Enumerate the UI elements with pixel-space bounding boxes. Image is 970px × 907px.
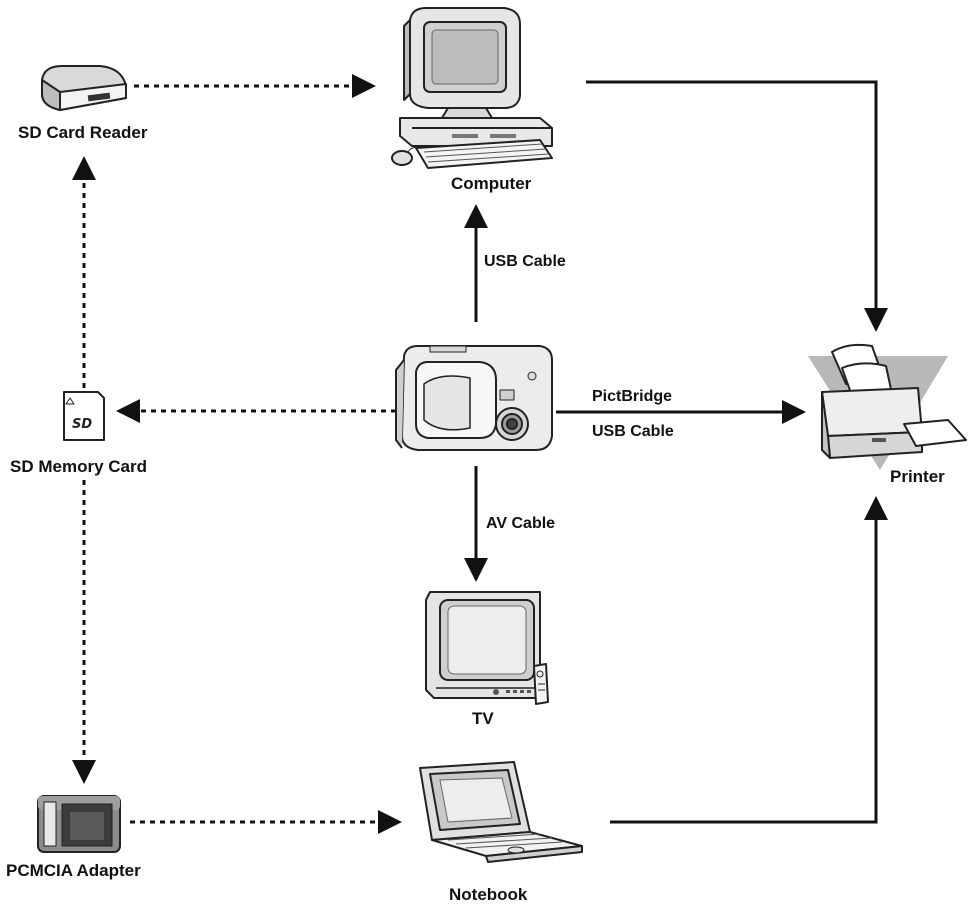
connector-computer-to-printer xyxy=(586,80,888,332)
usb-cable-computer-label: USB Cable xyxy=(484,253,566,270)
computer-label: Computer xyxy=(451,174,532,193)
sd-card-reader-label: SD Card Reader xyxy=(18,123,148,142)
connectors xyxy=(72,74,888,834)
pcmcia-adapter-icon xyxy=(37,795,121,853)
sd-memory-card-label: SD Memory Card xyxy=(10,457,147,476)
connector-camera-to-sd-card xyxy=(116,399,396,423)
sd-card-reader-icon xyxy=(41,65,127,111)
desktop-computer-icon xyxy=(391,7,553,169)
pictbridge-label: PictBridge xyxy=(592,388,673,405)
svg-text:SD: SD xyxy=(72,417,92,432)
sd-memory-card-icon: SD xyxy=(63,391,105,441)
tv-label: TV xyxy=(472,709,494,728)
connector-camera-to-printer xyxy=(556,400,806,424)
connector-notebook-to-printer xyxy=(610,496,888,824)
television-icon xyxy=(425,591,549,705)
printer-icon xyxy=(808,343,967,470)
connector-sd-card-to-pcmcia xyxy=(72,480,96,784)
connector-sd-card-to-reader xyxy=(72,156,96,388)
notebook-label: Notebook xyxy=(449,885,528,904)
av-cable-label: AV Cable xyxy=(486,515,556,532)
printer-label: Printer xyxy=(890,467,945,486)
connector-reader-to-computer xyxy=(134,74,376,98)
digital-camera-icon xyxy=(395,345,553,451)
connector-camera-to-computer xyxy=(464,204,488,322)
connector-camera-to-tv xyxy=(464,466,488,582)
connector-pcmcia-to-notebook xyxy=(130,810,402,834)
notebook-computer-icon xyxy=(419,761,583,863)
usb-cable-printer-label: USB Cable xyxy=(592,423,674,440)
pcmcia-adapter-label: PCMCIA Adapter xyxy=(6,861,141,880)
